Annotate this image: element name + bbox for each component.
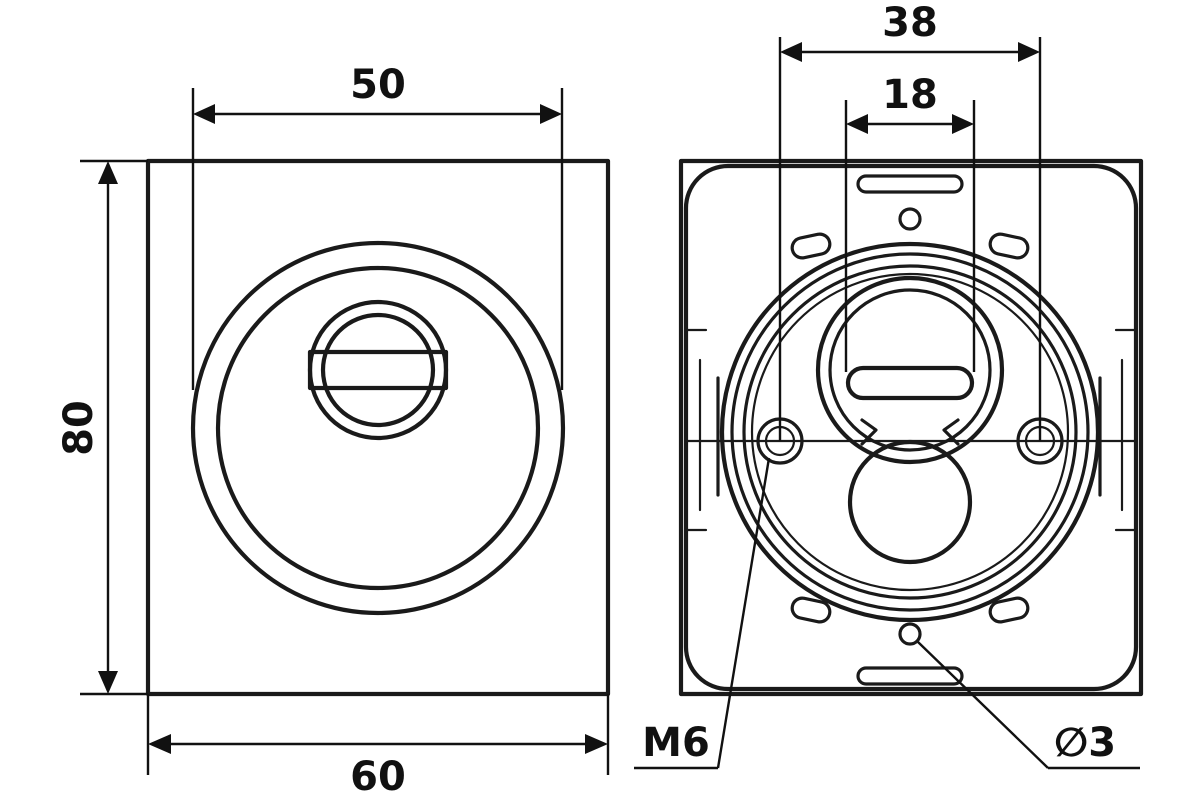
top-small-hole xyxy=(898,207,922,231)
back-cylinder-outer xyxy=(815,275,1005,465)
front-inner-ring xyxy=(215,265,541,591)
back-keyhole-slot xyxy=(845,365,975,401)
diameter-3-leader: ∅3 xyxy=(917,641,1140,770)
arrowhead xyxy=(540,104,562,124)
arrowhead xyxy=(98,161,118,184)
back-dim-18: 18 xyxy=(844,72,976,372)
front-cylinder-outer xyxy=(307,299,449,441)
top-slot xyxy=(856,174,964,194)
oval-hole-top-right xyxy=(988,232,1030,260)
front-dim-50: 50 xyxy=(191,62,564,390)
front-view xyxy=(145,158,611,697)
bottom-slot xyxy=(856,666,964,686)
back-cylinder-inner xyxy=(828,288,992,452)
arrowhead xyxy=(952,114,974,134)
front-dim-60: 60 xyxy=(146,694,610,800)
arrowhead xyxy=(1018,42,1040,62)
dim-label-50: 50 xyxy=(350,62,406,108)
plate-side-notch-right xyxy=(1114,328,1138,532)
arrowhead xyxy=(148,734,171,754)
back-ring-3 xyxy=(742,264,1078,600)
front-dim-80: 80 xyxy=(56,159,148,696)
back-mounting-plate xyxy=(683,163,1139,692)
oval-hole-bottom-right xyxy=(988,596,1030,624)
front-housing-outline xyxy=(145,158,611,697)
back-ring-4 xyxy=(750,272,1070,592)
front-outer-ring xyxy=(190,240,566,616)
back-housing-outline xyxy=(678,158,1144,697)
dim-label-80: 80 xyxy=(56,400,102,456)
m6-label: M6 xyxy=(642,720,710,766)
arrowhead xyxy=(193,104,215,124)
arrowhead xyxy=(98,671,118,694)
back-outer-ring xyxy=(719,241,1101,623)
dim-label-60: 60 xyxy=(350,754,406,800)
bottom-small-hole xyxy=(898,622,922,646)
arrowhead xyxy=(780,42,802,62)
back-dim-38: 38 xyxy=(778,0,1042,441)
dim-label-38: 38 xyxy=(882,0,938,46)
arrowhead xyxy=(585,734,608,754)
front-cylinder-inner xyxy=(320,312,436,428)
back-ring-2 xyxy=(730,252,1090,612)
front-keyhole-slot xyxy=(307,349,449,391)
arrowhead xyxy=(846,114,868,134)
back-cylinder-cam xyxy=(860,418,960,446)
oval-hole-top-left xyxy=(790,232,832,260)
plate-side-notch-left xyxy=(684,328,708,532)
diameter-3-label: ∅3 xyxy=(1054,720,1116,766)
oval-hole-bottom-left xyxy=(790,596,832,624)
dim-label-18: 18 xyxy=(882,72,938,118)
m6-leader: M6 xyxy=(634,457,771,770)
back-view xyxy=(678,158,1144,697)
